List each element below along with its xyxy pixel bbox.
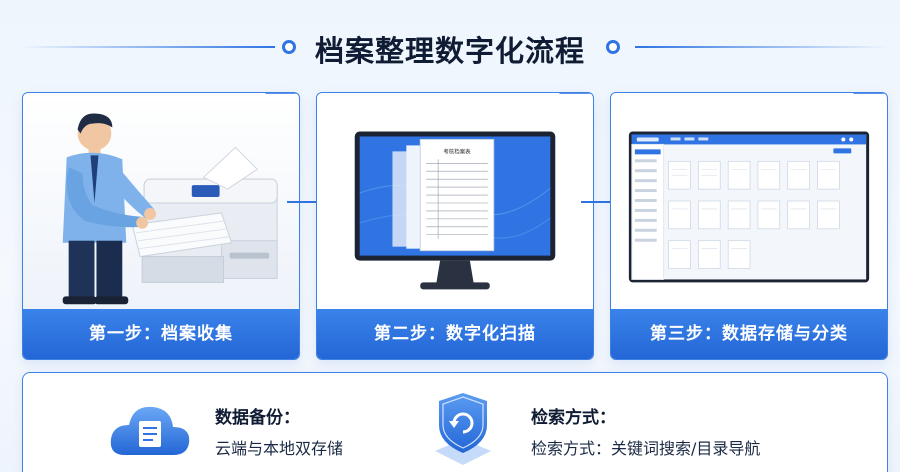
step-card-scanning: 考核档案表 第二步：数字化扫描	[316, 92, 594, 360]
title-dot-left	[282, 40, 296, 54]
search-title: 检索方式：	[531, 408, 616, 428]
monitor-scan-illustration: 考核档案表	[317, 93, 593, 311]
step-1-label: 第一步：档案收集	[23, 309, 299, 359]
title-divider-right	[635, 46, 890, 48]
title-row: 档案整理数字化流程	[0, 26, 900, 68]
features-panel: 数据备份： 云端与本地双存储 检索方式： 检索方式：关键词搜索/目录导航	[22, 372, 888, 472]
archive-system-illustration	[611, 93, 887, 311]
scan-doc-title: 考核档案表	[443, 147, 471, 155]
step-3-label: 第三步：数据存储与分类	[611, 309, 887, 359]
step-2-label: 第二步：数字化扫描	[317, 309, 593, 359]
backup-title: 数据备份：	[215, 408, 300, 428]
cloud-document-icon	[110, 406, 190, 455]
shield-refresh-icon	[435, 393, 491, 465]
title-divider-left	[20, 46, 275, 48]
step-card-collection: 第一步：档案收集	[22, 92, 300, 360]
search-desc: 检索方式：关键词搜索/目录导航	[531, 439, 761, 458]
backup-desc: 云端与本地双存储	[215, 439, 344, 458]
worker-printer-illustration	[23, 93, 299, 311]
title-dot-right	[606, 40, 620, 54]
step-card-storage: 第三步：数据存储与分类	[610, 92, 888, 360]
page-title: 档案整理数字化流程	[314, 34, 585, 68]
